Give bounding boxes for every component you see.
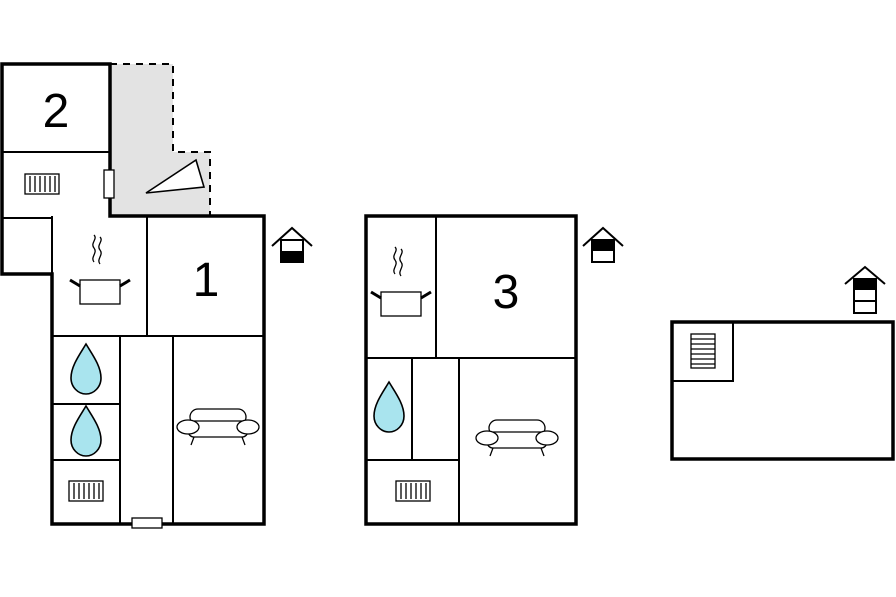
cooking-pot-icon <box>369 245 433 318</box>
water-drop-icon <box>373 381 405 433</box>
unit-2-label: 2 <box>43 85 70 138</box>
door <box>103 169 115 199</box>
building-left: 2 1 <box>0 62 313 529</box>
house-floor-level-icon <box>844 265 886 314</box>
upper-floor-walls <box>670 320 895 461</box>
entrance-door <box>131 517 163 529</box>
house-floor-level-icon <box>582 227 624 263</box>
radiator-icon <box>68 480 104 502</box>
stairs-icon <box>690 333 716 369</box>
cooking-pot-icon <box>68 233 132 306</box>
unit-3-label: 3 <box>493 266 520 319</box>
unit-3-walls <box>364 214 578 526</box>
unit-2-walls <box>0 62 266 526</box>
radiator-icon <box>395 480 431 502</box>
building-middle: 3 <box>364 214 624 526</box>
sofa-icon <box>475 419 559 457</box>
triangle-icon <box>145 158 206 194</box>
house-floor-level-icon <box>271 227 313 263</box>
water-drop-icon <box>70 405 102 457</box>
terrace <box>110 64 210 216</box>
building-right <box>670 265 895 461</box>
unit-1-label: 1 <box>193 254 220 307</box>
radiator-icon <box>24 173 60 195</box>
water-drop-icon <box>70 343 102 395</box>
sofa-icon <box>176 408 260 446</box>
